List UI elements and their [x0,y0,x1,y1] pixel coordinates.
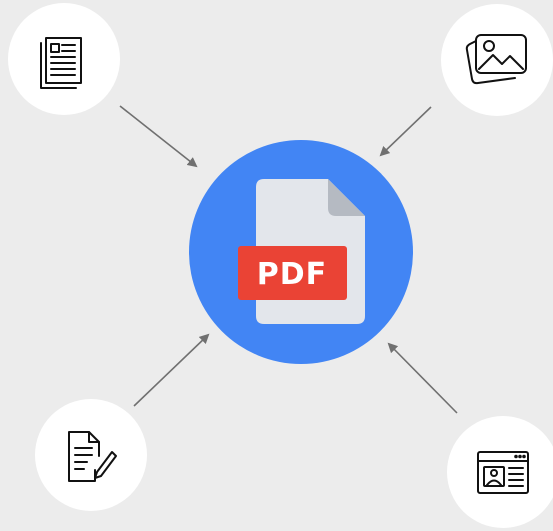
pdf-label: PDF [257,257,327,292]
source-node-form[interactable] [447,416,553,528]
document-icon [40,37,82,89]
arrow-document-to-pdf [119,105,198,168]
source-node-document[interactable] [8,3,120,115]
images-icon [465,34,527,85]
pdf-file-icon: PDF [238,179,365,324]
arrow-notes-to-pdf [133,333,210,407]
source-node-images[interactable] [441,4,553,116]
source-node-notes[interactable] [35,399,147,511]
arrow-images-to-pdf [379,106,432,157]
pdf-badge [238,246,347,300]
arrow-form-to-pdf [387,342,458,414]
contact-form-icon [477,451,529,494]
note-edit-icon [68,431,117,482]
pdf-node: PDF [189,140,413,364]
